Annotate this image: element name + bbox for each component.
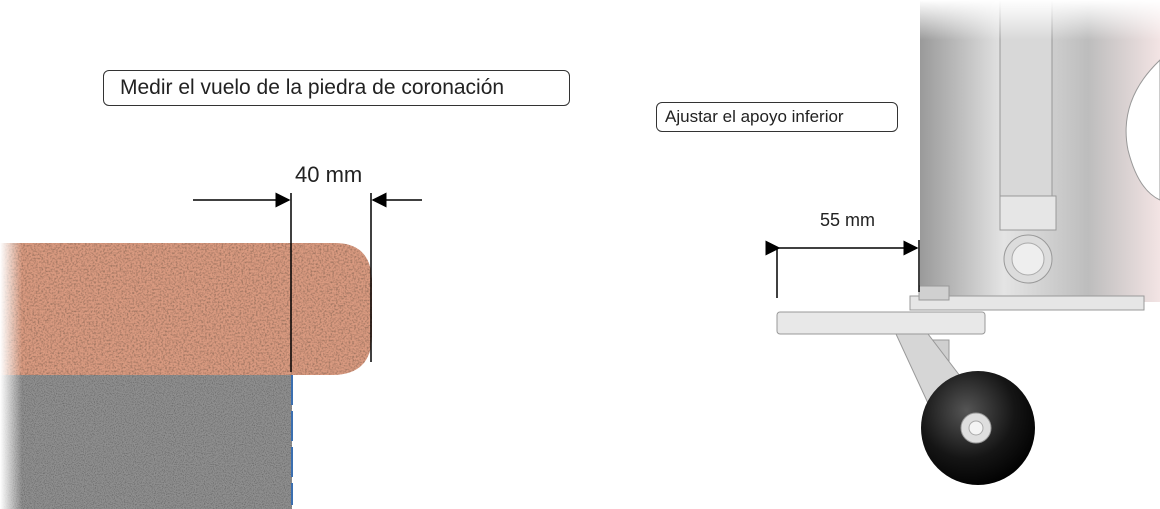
wall-stone [0,375,292,509]
base-plate [909,295,1145,311]
right-panel [765,0,1160,485]
overhang-dimension-label: 40 mm [295,162,363,187]
hydraulic-collar [999,195,1057,231]
left-panel [0,192,422,509]
post-side-bracket [1125,59,1160,201]
coping-stone [0,243,372,375]
wheel-axle [968,420,984,436]
adjust-support-label: Ajustar el apoyo inferior [656,102,898,132]
bolt-head [918,285,950,301]
measure-overhang-label: Medir el vuelo de la piedra de coronació… [103,70,570,106]
adjustment-bracket [776,311,986,335]
top-fade [900,0,1160,40]
support-dimension-label: 55 mm [820,210,876,230]
hydraulic-joint-inner [1011,242,1045,276]
left-fade [0,243,22,509]
